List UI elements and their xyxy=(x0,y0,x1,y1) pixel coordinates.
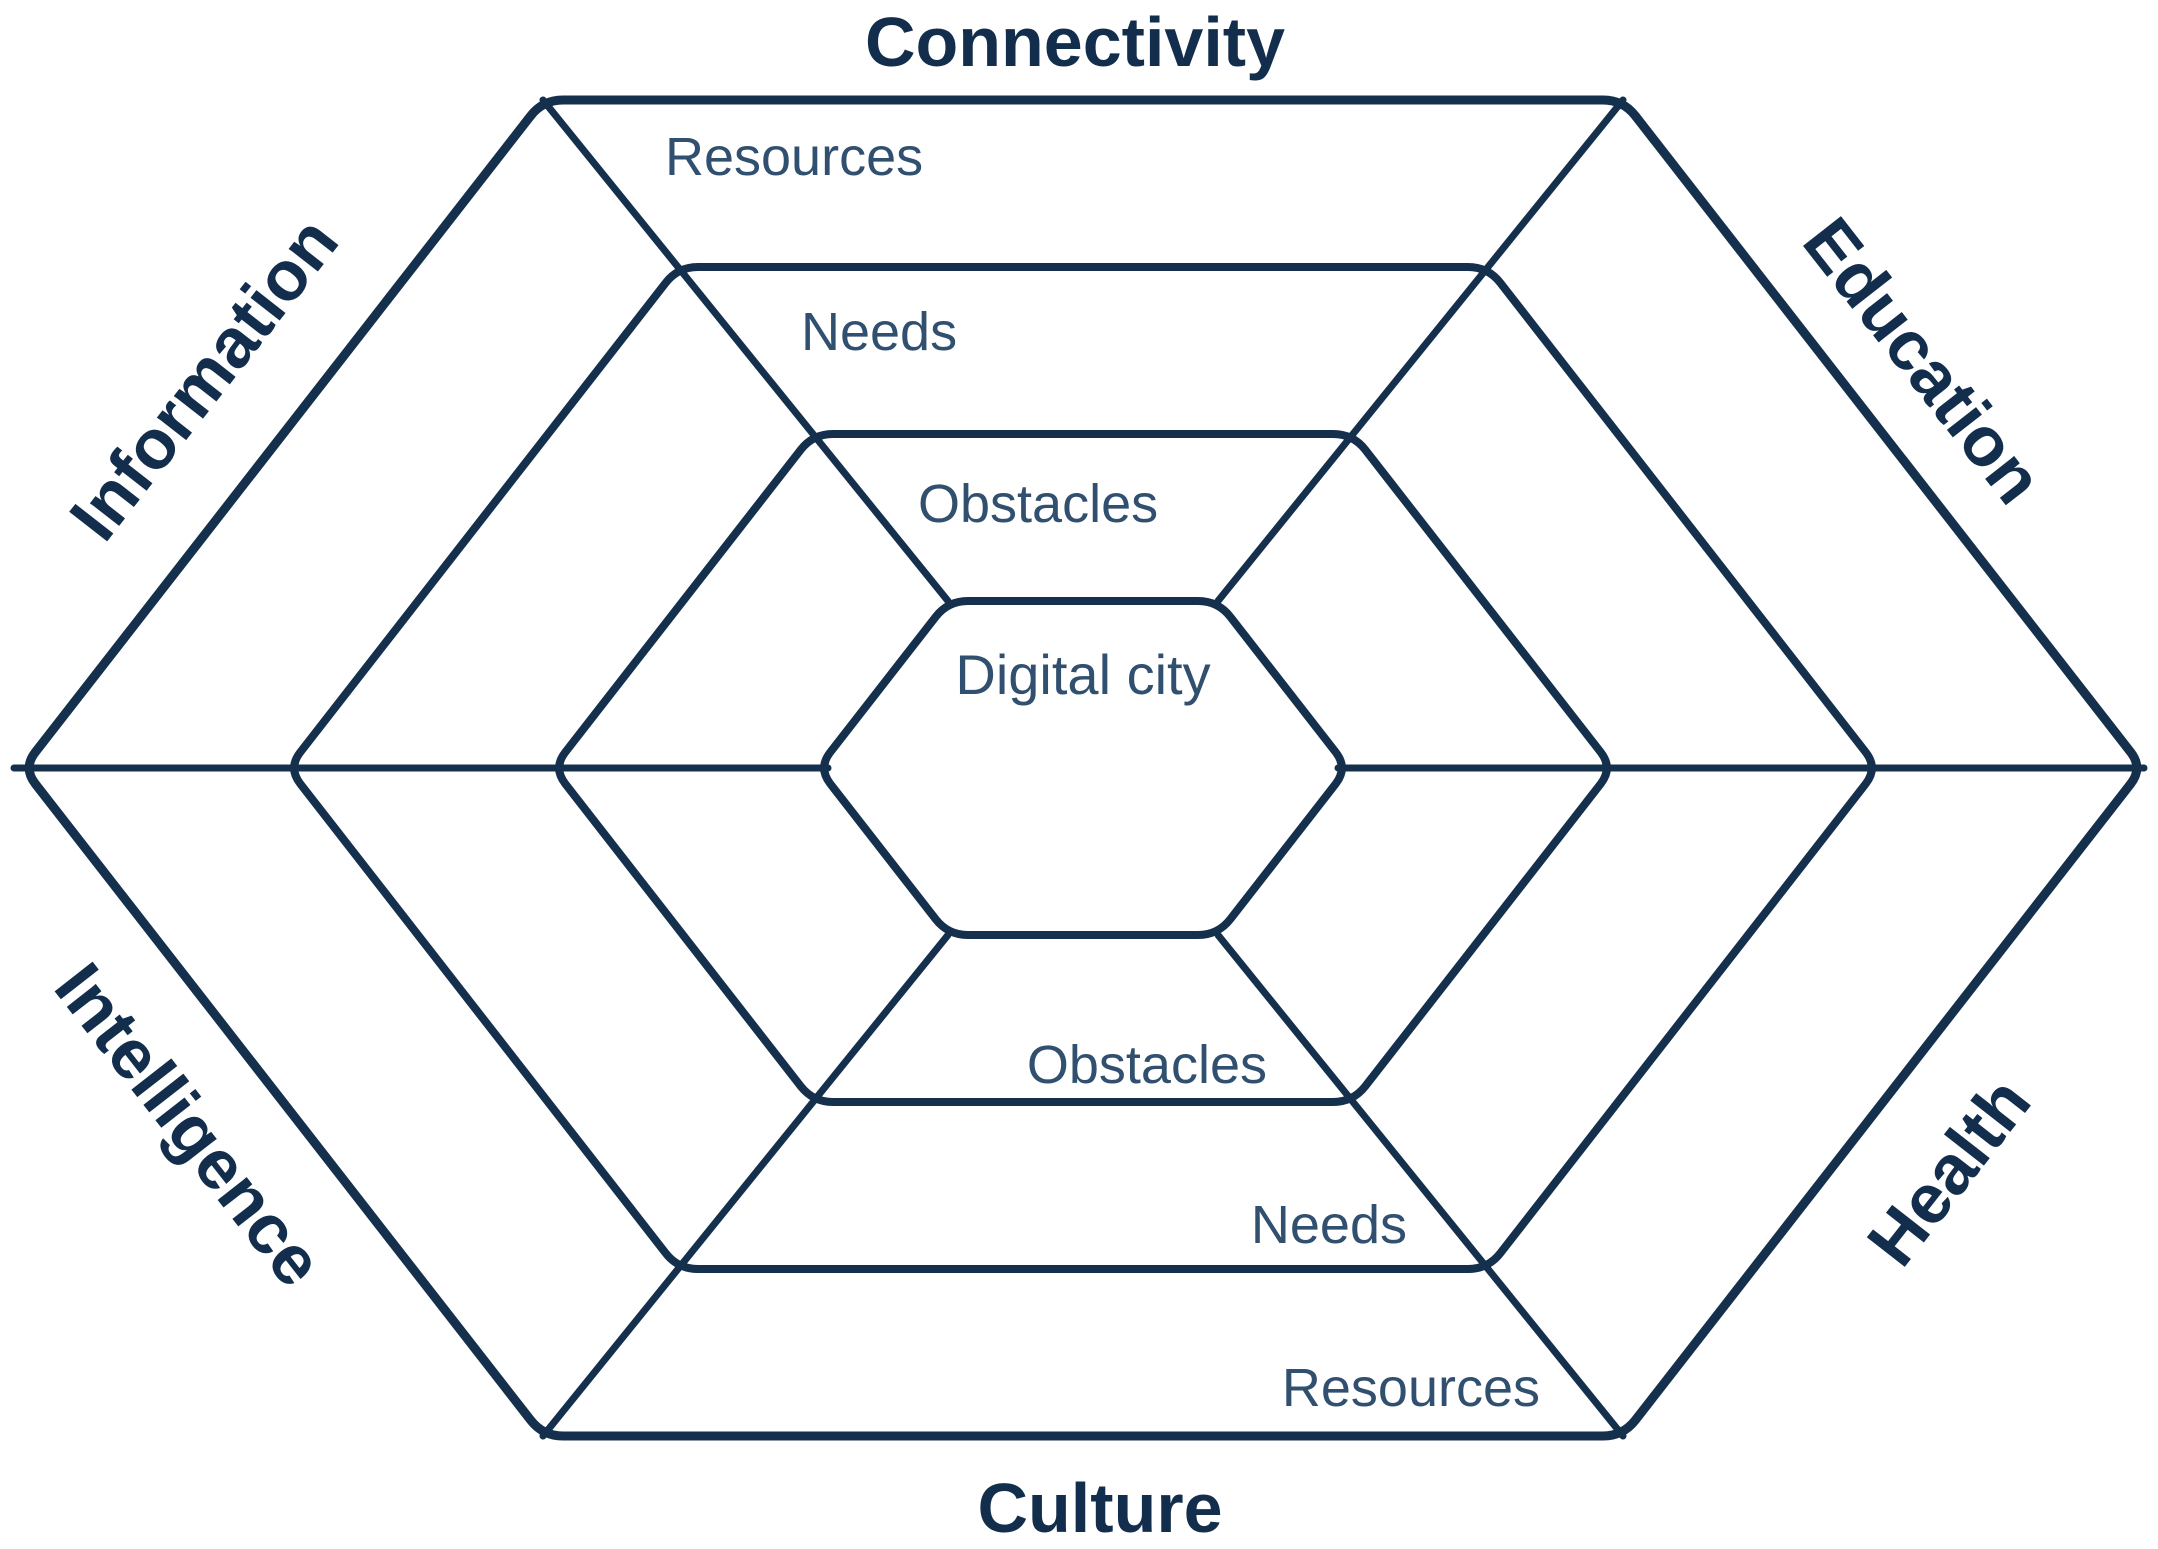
ring-label-obstacles-bottom: Obstacles xyxy=(1027,1035,1267,1095)
axis-label-intelligence: Intelligence xyxy=(40,949,339,1300)
axis-line-top-left xyxy=(539,96,952,605)
axis-label-connectivity: Connectivity xyxy=(865,3,1285,81)
axis-label-information: Information xyxy=(55,203,353,554)
hexagon-ring-obstacles xyxy=(555,430,1611,1106)
axis-line-bottom-left xyxy=(539,931,952,1440)
axis-line-bottom-right xyxy=(1214,931,1627,1440)
ring-label-resources-bottom: Resources xyxy=(1282,1358,1540,1418)
center-label-group: Digital city xyxy=(955,643,1210,706)
hexagon-outer xyxy=(24,95,2142,1441)
center-label-digital-city: Digital city xyxy=(955,643,1210,706)
axis-label-culture: Culture xyxy=(978,1469,1223,1547)
ring-labels-bottom: Obstacles Needs Resources xyxy=(1027,1035,1540,1418)
ring-label-needs-top: Needs xyxy=(801,302,957,362)
grid-lines xyxy=(10,95,2148,1441)
ring-labels-top: Resources Needs Obstacles xyxy=(665,127,1158,534)
axis-line-top-right xyxy=(1214,96,1627,605)
ring-label-resources-top: Resources xyxy=(665,127,923,187)
hexagon-ring-needs xyxy=(290,263,1876,1273)
hexagon-center xyxy=(820,597,1346,939)
axis-labels: Connectivity Information Education Intel… xyxy=(40,3,2058,1547)
axis-label-health: Health xyxy=(1852,1063,2045,1280)
ring-label-needs-bottom: Needs xyxy=(1251,1195,1407,1255)
ring-label-obstacles-top: Obstacles xyxy=(918,474,1158,534)
